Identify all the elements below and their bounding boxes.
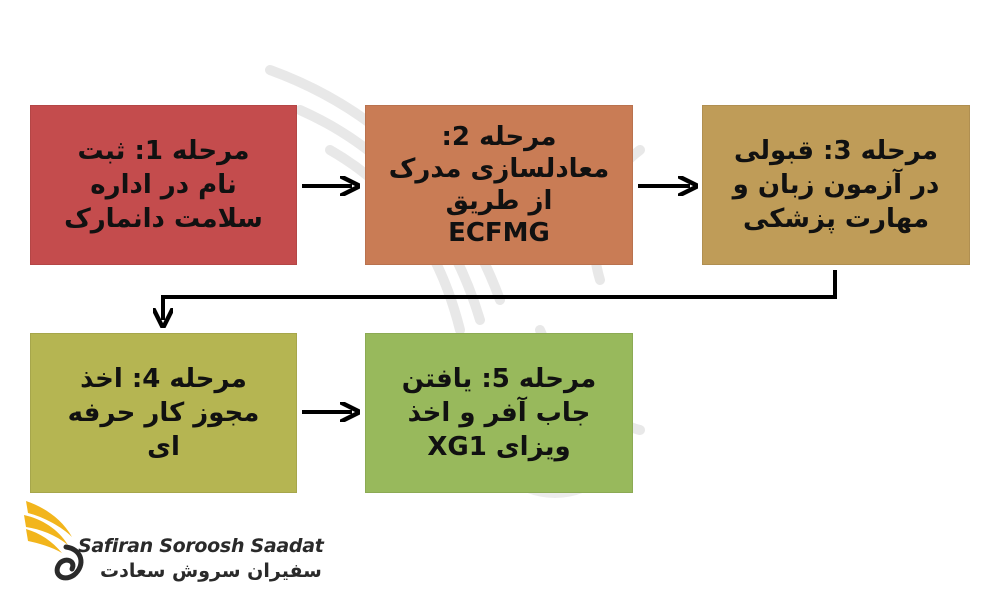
step-4-line-1: مجوز کار حرفه — [67, 398, 260, 428]
step-3-line-2: مهارت پزشکی — [742, 204, 930, 234]
step-2-title: مرحله 2: — [441, 122, 557, 152]
step-3-text: مرحله 3: قبولی در آزمون زبان و مهارت پزش… — [733, 134, 940, 236]
step-1-line-1: نام در اداره — [90, 170, 237, 200]
logo-latin-text: Safiran Soroosh Saadat — [78, 535, 324, 557]
step-1-text: مرحله 1: ثبت نام در اداره سلامت دانمارک — [64, 134, 263, 236]
step-1-title: مرحله 1: ثبت — [77, 136, 250, 166]
step-5-line-2: ویزای XG1 — [427, 432, 571, 462]
step-5-text: مرحله 5: یافتن جاب آفر و اخذ ویزای XG1 — [402, 362, 597, 464]
step-4-title: مرحله 4: اخذ — [80, 364, 247, 394]
step-5-title: مرحله 5: یافتن — [401, 364, 597, 394]
step-5-box: مرحله 5: یافتن جاب آفر و اخذ ویزای XG1 — [365, 333, 633, 493]
step-3-title: مرحله 3: قبولی — [733, 136, 938, 166]
step-2-line-2: از طریق — [445, 186, 553, 216]
golden-bird-wing-icon — [24, 501, 84, 581]
step-2-line-1: معادلسازی مدرک — [388, 154, 610, 184]
step-1-line-2: سلامت دانمارک — [64, 204, 263, 234]
step-1-box: مرحله 1: ثبت نام در اداره سلامت دانمارک — [30, 105, 297, 265]
step-2-text: مرحله 2: معادلسازی مدرک از طریق ECFMG — [389, 121, 609, 249]
step-2-line-3: ECFMG — [448, 218, 550, 248]
arrow-step3-to-step4 — [163, 270, 837, 320]
step-4-box: مرحله 4: اخذ مجوز کار حرفه ای — [30, 333, 297, 493]
step-3-box: مرحله 3: قبولی در آزمون زبان و مهارت پزش… — [702, 105, 970, 265]
step-5-line-1: جاب آفر و اخذ — [407, 398, 591, 428]
logo-persian-text: سفیران سروش سعادت — [100, 560, 322, 582]
step-2-box: مرحله 2: معادلسازی مدرک از طریق ECFMG — [365, 105, 633, 265]
step-4-line-2: ای — [147, 432, 180, 462]
step-4-text: مرحله 4: اخذ مجوز کار حرفه ای — [68, 362, 260, 464]
company-logo: Safiran Soroosh Saadat سفیران سروش سعادت — [22, 497, 324, 592]
step-3-line-1: در آزمون زبان و — [732, 170, 940, 200]
